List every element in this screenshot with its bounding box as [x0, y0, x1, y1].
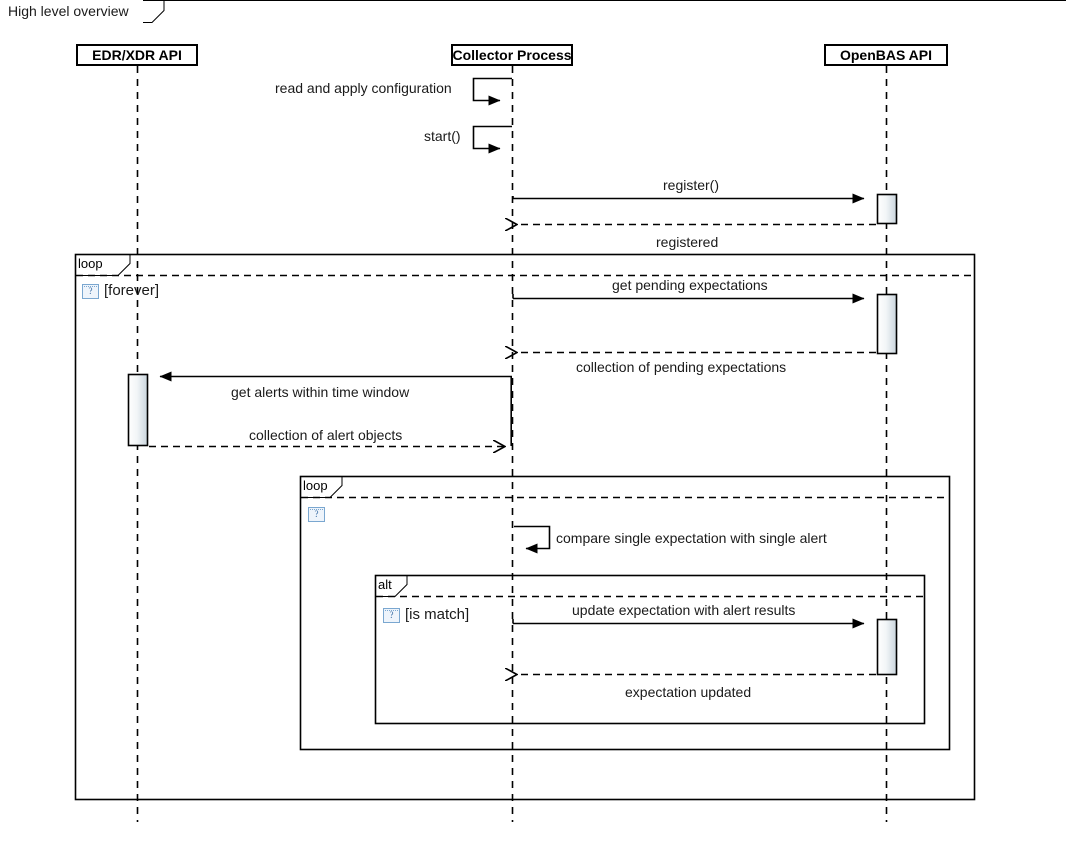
participant-edr-xdr-api[interactable]: EDR/XDR API	[76, 44, 198, 66]
message-label-start: start()	[424, 128, 461, 144]
message-label-collection-of-pending-expectations: collection of pending expectations	[576, 359, 787, 375]
message-label-registered: registered	[656, 234, 719, 250]
fragment-operator-loop-inner: loop	[303, 478, 328, 493]
message-get-pending-expectations	[512, 293, 865, 304]
activation-openbas-get-pending	[876, 293, 898, 355]
fragment-operator-loop-forever: loop	[78, 256, 103, 271]
fragment-guard-is-match: [is match]	[405, 606, 470, 623]
message-label-update-expectation-with-alert-results: update expectation with alert results	[572, 602, 796, 618]
message-label-expectation-updated: expectation updated	[625, 684, 752, 700]
participant-label: OpenBAS API	[839, 47, 933, 63]
activation-edr-get-alerts	[127, 373, 149, 447]
broken-image-placeholder-icon: ?	[82, 284, 99, 299]
activation-openbas-update-expectation	[876, 618, 898, 676]
message-label-collection-of-alert-objects: collection of alert objects	[249, 427, 403, 443]
message-update-expectation-with-alert-results	[512, 618, 865, 629]
participant-label: Collector Process	[452, 47, 572, 63]
diagram-title: High level overview	[0, 0, 143, 23]
message-read-and-apply-configuration	[472, 77, 512, 106]
fragment-alt-is-match	[374, 574, 926, 725]
participant-openbas-api[interactable]: OpenBAS API	[824, 44, 948, 66]
participant-collector-process[interactable]: Collector Process	[451, 44, 573, 66]
message-label-get-pending-expectations: get pending expectations	[612, 277, 768, 293]
message-get-alerts-within-time-window	[159, 371, 513, 446]
fragment-guard-forever: [forever]	[104, 282, 160, 299]
participant-label: EDR/XDR API	[92, 47, 182, 63]
message-label-get-alerts-within-time-window: get alerts within time window	[231, 384, 410, 400]
fragment-operator-alt: alt	[378, 577, 392, 592]
message-label-compare-single-expectation-with-single-alert: compare single expectation with single a…	[556, 530, 827, 546]
message-register	[512, 193, 865, 204]
fragment-loop-forever	[74, 253, 976, 801]
activation-openbas-register	[876, 193, 898, 225]
message-label-register: register()	[663, 177, 720, 193]
message-label-read-and-apply-configuration: read and apply configuration	[275, 80, 452, 96]
broken-image-placeholder-icon: ?	[383, 608, 400, 623]
message-start	[472, 125, 512, 154]
message-compare-single-expectation-with-single-alert	[514, 525, 551, 554]
broken-image-placeholder-icon: ?	[308, 507, 325, 522]
fragment-loop-inner	[299, 475, 951, 751]
